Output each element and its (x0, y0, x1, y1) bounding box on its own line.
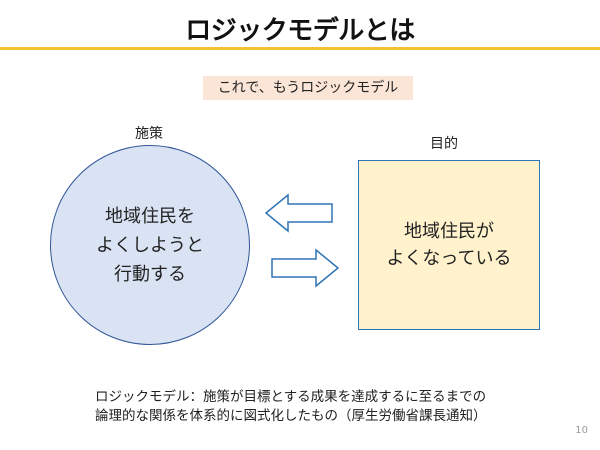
goal-label: 目的 (430, 136, 458, 152)
policy-circle-line-2: よくしようと (96, 234, 204, 256)
policy-circle-text: 地域住民を よくしようと 行動する (96, 202, 204, 289)
slide-title: ロジックモデルとは (185, 16, 415, 46)
policy-label: 施策 (135, 126, 163, 142)
policy-circle: 地域住民を よくしようと 行動する (50, 145, 250, 345)
goal-square: 地域住民が よくなっている (358, 160, 540, 330)
policy-circle-line-1: 地域住民を (105, 205, 195, 227)
page-number: 10 (575, 425, 588, 436)
goal-square-line-1: 地域住民が (403, 221, 494, 242)
goal-square-line-2: よくなっている (386, 248, 512, 269)
callout-box: これで、もうロジックモデル (203, 76, 413, 100)
goal-square-text: 地域住民が よくなっている (386, 218, 511, 272)
policy-circle-line-3: 行動する (114, 263, 186, 285)
definition-line-1: ロジックモデル：施策が目標とする成果を達成するに至るまでの (95, 389, 487, 405)
right-arrow-icon (271, 248, 340, 288)
definition-line-2: 論理的な関係を体系的に図式化したもの（厚生労働省課長通知） (95, 408, 487, 424)
title-underline (0, 47, 600, 50)
left-arrow-icon (264, 193, 333, 233)
logic-model-definition: ロジックモデル：施策が目標とする成果を達成するに至るまでの 論理的な関係を体系的… (95, 388, 565, 426)
